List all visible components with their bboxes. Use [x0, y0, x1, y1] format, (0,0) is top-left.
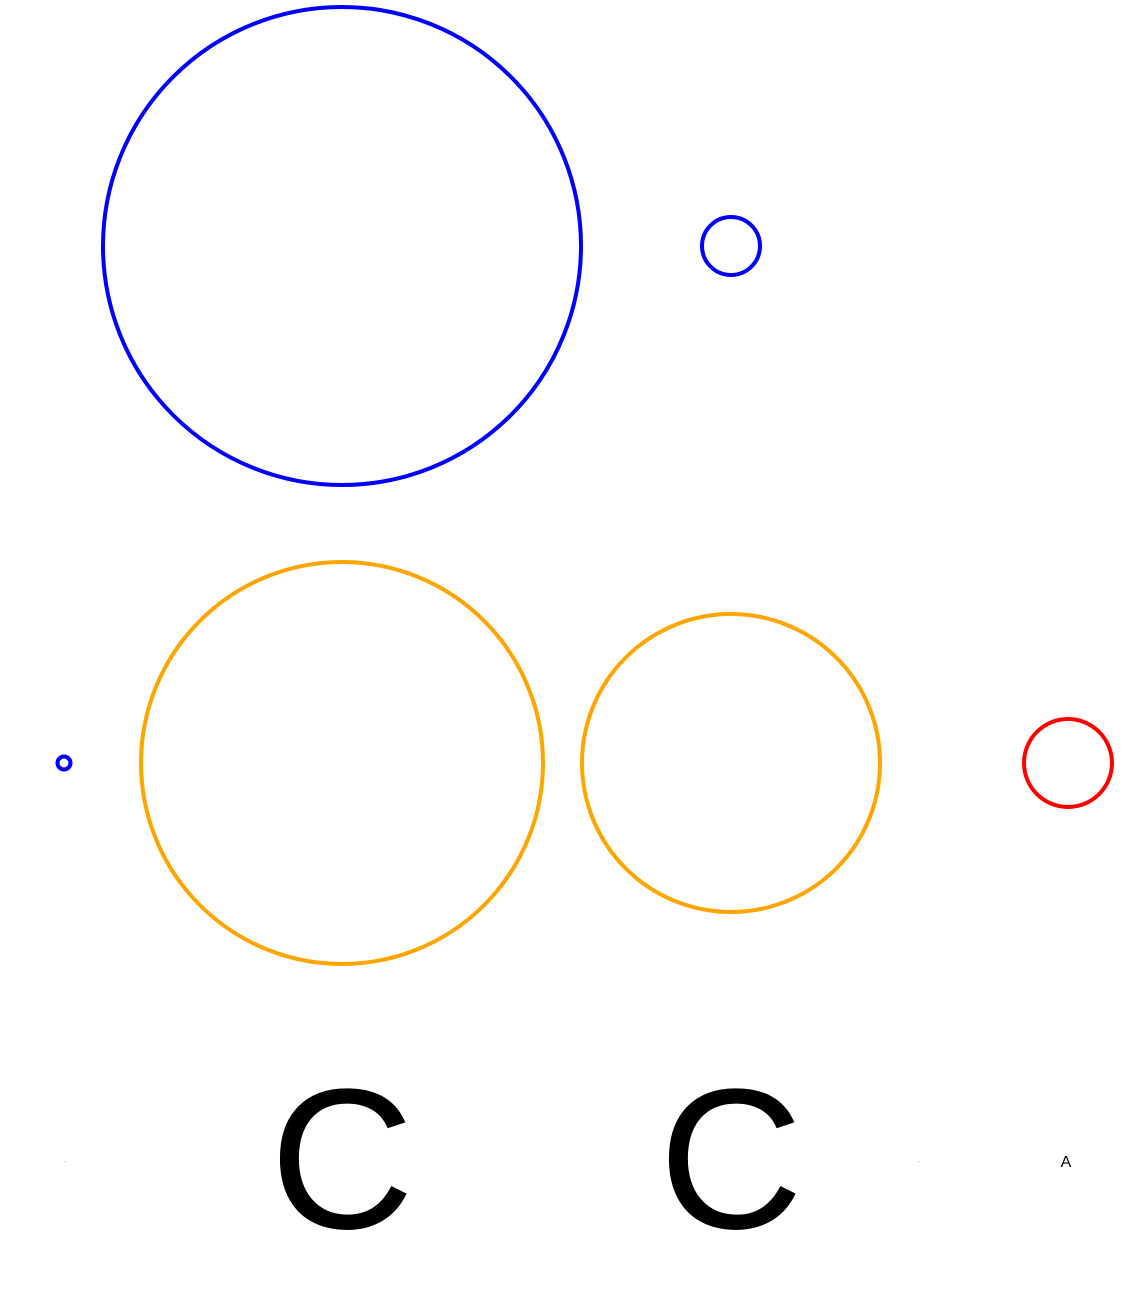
right-dot-label: ·: [918, 1159, 920, 1165]
large-orange-circle: [139, 560, 545, 966]
small-blue-circle: [700, 215, 762, 277]
left-dot-label: ·: [64, 1159, 66, 1165]
tiny-blue-circle: [55, 754, 73, 772]
small-red-circle: [1022, 717, 1114, 809]
bottom-row: · C C · A: [64, 1048, 1072, 1271]
large-blue-circle: [101, 5, 583, 487]
large-c-right: C: [659, 1048, 803, 1271]
middle-row: [55, 560, 1114, 966]
small-a-label: A: [1061, 1154, 1072, 1171]
large-c-left: C: [270, 1048, 414, 1271]
medium-orange-circle: [580, 612, 882, 914]
top-row: [101, 5, 762, 487]
